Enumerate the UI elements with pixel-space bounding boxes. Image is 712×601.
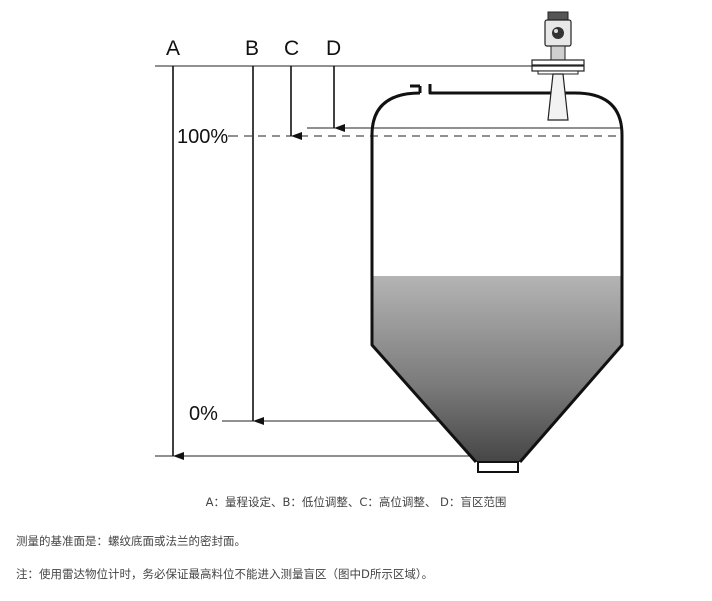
horn-antenna xyxy=(547,73,569,121)
material-fill xyxy=(372,276,622,462)
reference-plane-note: 测量的基准面是：螺纹底面或法兰的密封面。 xyxy=(16,534,246,548)
label-0-percent: 0% xyxy=(189,403,218,425)
label-b: B xyxy=(245,37,259,60)
radar-gauge xyxy=(531,11,585,121)
label-a: A xyxy=(166,37,180,60)
label-100-percent: 100% xyxy=(177,126,228,148)
label-c: C xyxy=(284,37,299,60)
label-d: D xyxy=(326,37,341,60)
dead-zone-warning-note: 注：使用雷达物位计时，务必保证最高料位不能进入测量盲区（图中D所示区域）。 xyxy=(16,567,434,581)
figure-caption: A：量程设定、B：低位调整、C：高位调整、 D：盲区范围 xyxy=(205,495,507,509)
bottom-outlet xyxy=(477,461,519,473)
